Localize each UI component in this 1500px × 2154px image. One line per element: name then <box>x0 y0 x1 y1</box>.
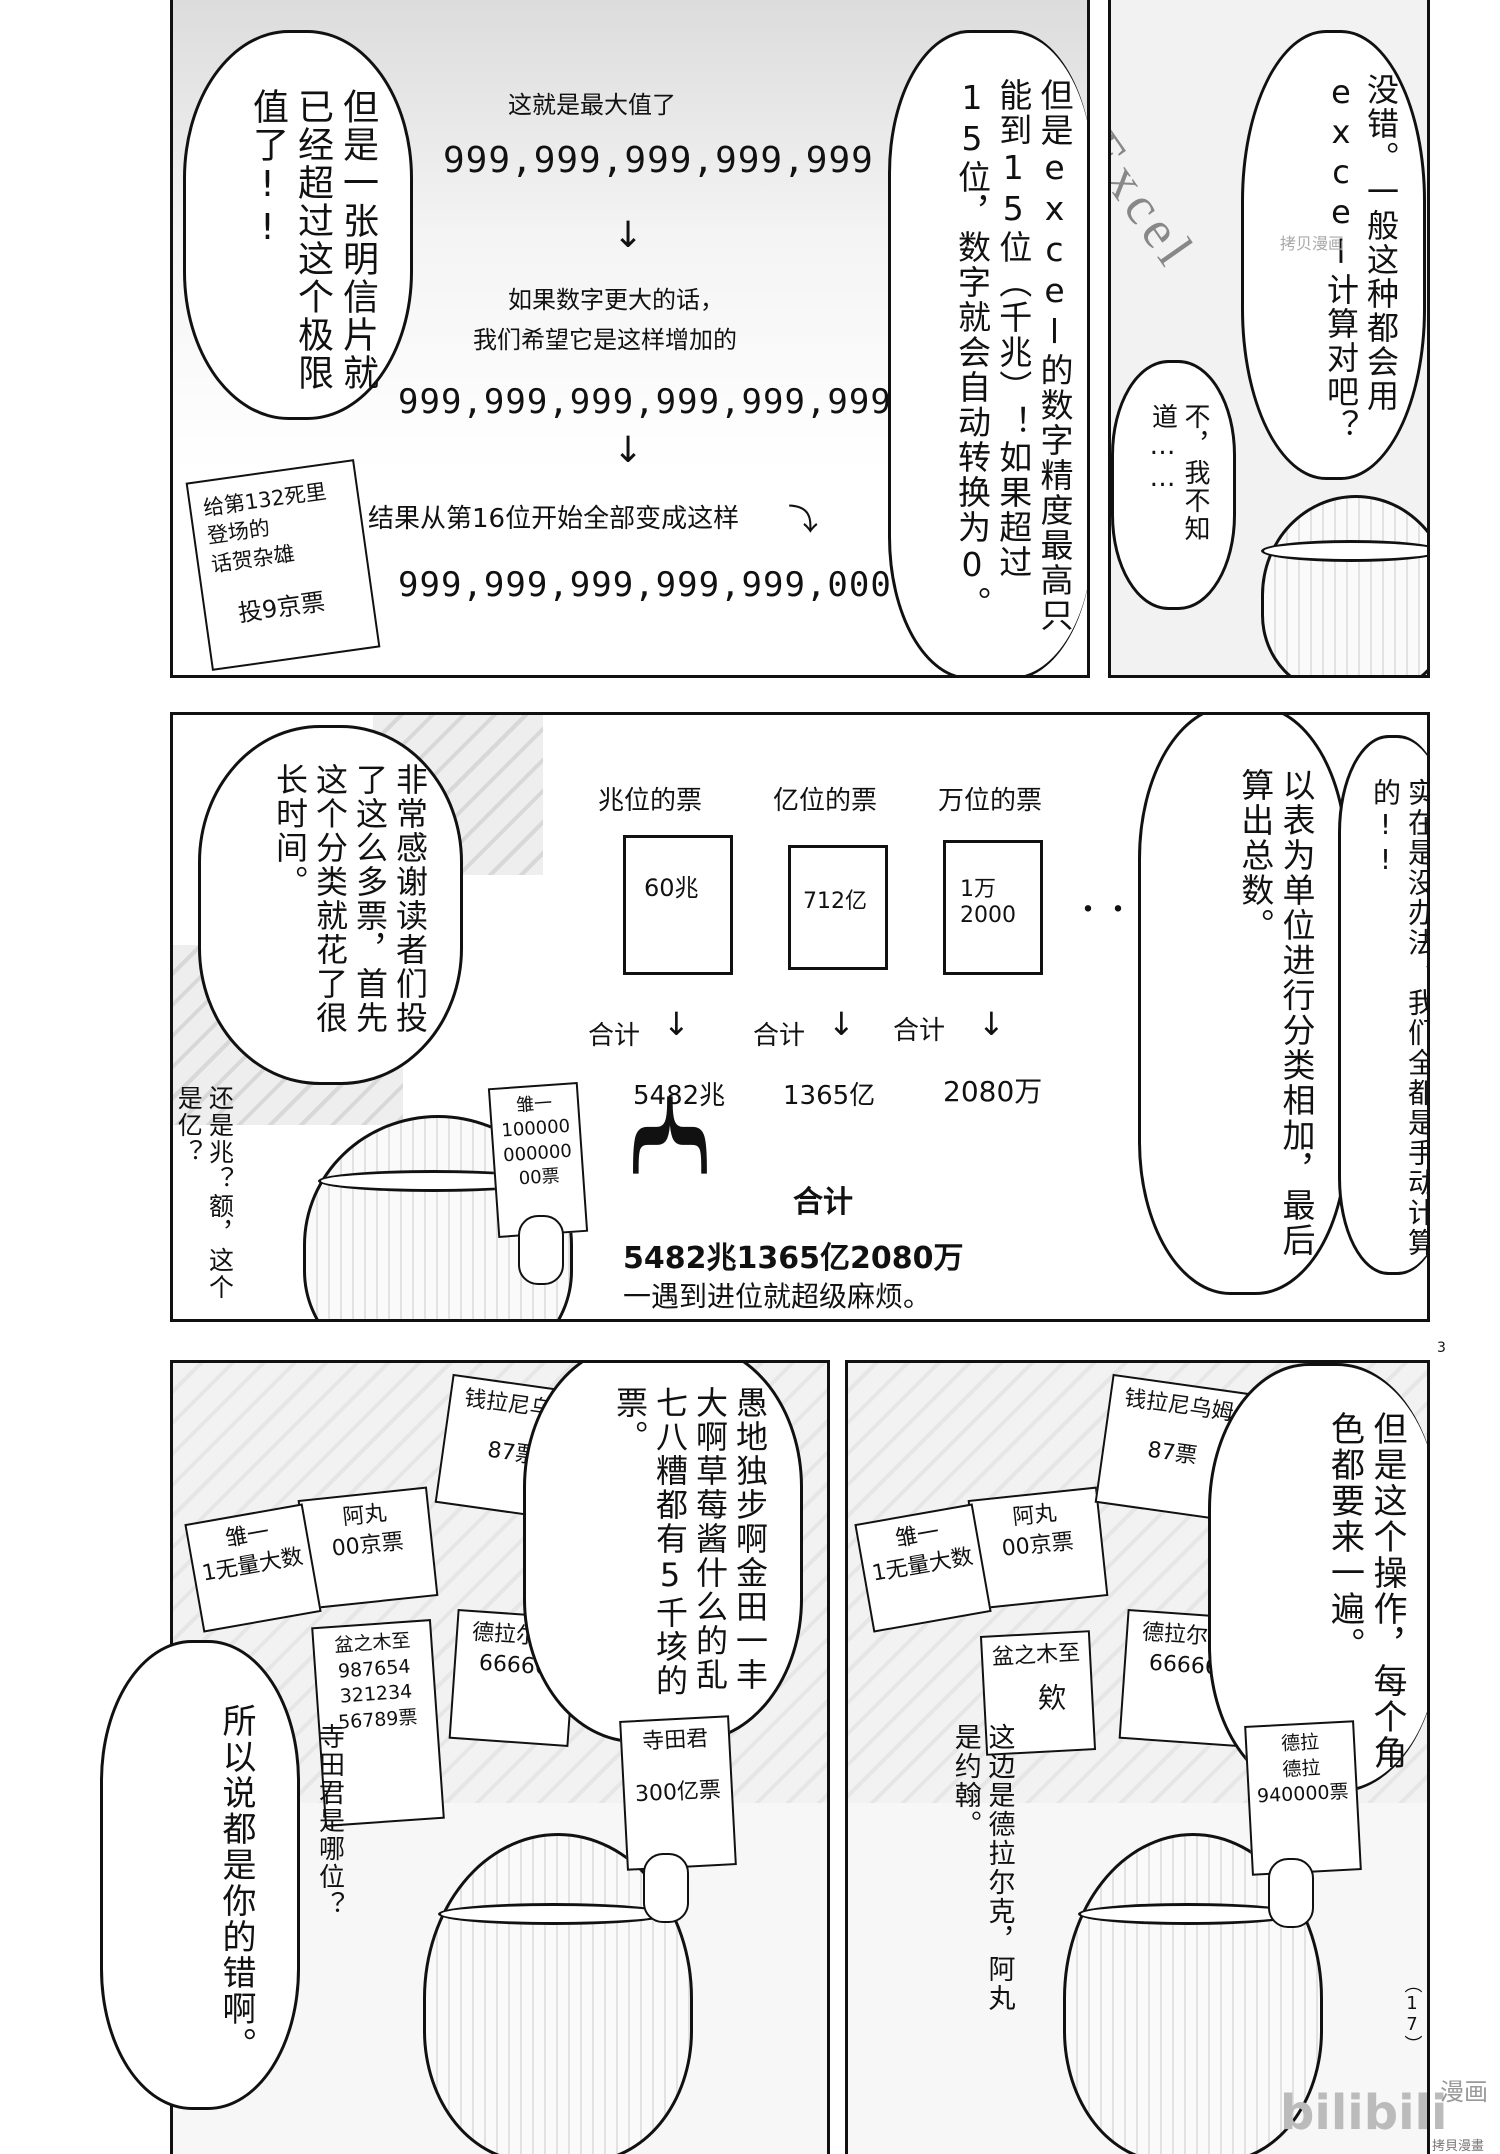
postcard-9-jing: 给第132死里 登场的 话贺杂雄 投9京票 <box>185 459 381 671</box>
aside-text: 寺田君是哪位？ <box>314 1723 345 1919</box>
explain-mid-2: 我们希望它是这样增加的 <box>473 326 737 354</box>
page-side-number: （17） <box>1401 1975 1423 2053</box>
hand <box>1268 1858 1314 1928</box>
total-value: 5482兆1365亿2080万 <box>623 1241 964 1276</box>
arrow-down-icon: ↓ <box>828 1005 855 1043</box>
hand <box>518 1215 564 1285</box>
speech-bubble-your-fault: 所以说都是你的错啊。 <box>100 1640 300 2110</box>
vote-stack-zhao: 60兆 <box>616 835 733 988</box>
speech-text: 所以说都是你的错啊。 <box>216 1703 256 2063</box>
header-wan: 万位的票 <box>938 786 1043 816</box>
speech-bubble-sum-per-table: 以表为单位进行分类相加，最后算出总数。 <box>1138 715 1348 1295</box>
subtotal-label: 合计 <box>588 1021 641 1051</box>
subtotal-wan: 2080万 <box>943 1075 1043 1108</box>
watermark-site: 拷貝漫畫 <box>1432 2139 1485 2154</box>
result-value: 999,999,999,999,999,000 <box>398 565 892 605</box>
subtotal-label: 合计 <box>893 1016 946 1046</box>
vote-stack-yi: 712亿 <box>781 845 888 983</box>
aside-text: 欸 <box>1034 1683 1067 1713</box>
speech-bubble-manual-calc: 实在是没办法，我们全都是手动计算的!! <box>1338 735 1430 1275</box>
vote-card-hina: 雏一 1无量大数 <box>184 1503 322 1633</box>
watermark-site-small: 拷贝漫画 <box>1280 234 1345 253</box>
watermark-brand-cn: 漫画 <box>1440 2078 1488 2106</box>
arrow-down-icon: ↓ <box>613 215 644 256</box>
stack-label: 712亿 <box>803 889 867 914</box>
aside-text: 这边是德拉尔克，阿丸是约翰。 <box>949 1723 1015 2013</box>
header-yi: 亿位的票 <box>773 786 878 816</box>
stack-label: 60兆 <box>644 874 699 902</box>
vote-card-amaru: 阿丸 00京票 <box>297 1486 439 1610</box>
panel-every-character: 阿丸 00京票 钱拉尼乌姆 87票 雏一 1无量大数 德拉尔克 66666 盆之… <box>845 1360 1430 2154</box>
speech-bubble-excel-precision: 但是excel的数字精度最高只能到15位（千兆）！如果超过15位，数字就会自动转… <box>888 30 1087 675</box>
page-number: 3 <box>1437 1340 1446 1356</box>
speech-bubble-excel-question: 没错。一般这种都会用excel计算对吧？ <box>1241 30 1426 480</box>
explain-title: 这就是最大值了 <box>508 91 676 119</box>
speech-bubble-postcard-limit: 但是一张明信片就已经超过这个极限值了!! <box>183 30 413 420</box>
speech-bubble-thanks: 非常感谢读者们投了这么多票，首先这个分类就花了很长时间。 <box>198 725 463 1085</box>
hook-arrow-icon: ⤵ <box>788 503 818 538</box>
card-line: 盆之木至 <box>991 1640 1081 1671</box>
subtotal-yi: 1365亿 <box>783 1081 876 1111</box>
max-value: 999,999,999,999,999 <box>443 140 874 181</box>
headband <box>1078 1903 1298 1925</box>
wished-value: 999,999,999,999,999,999 <box>398 382 892 422</box>
result-text: 结果从第16位开始全部变成这样 <box>368 504 740 534</box>
panel-excel-question: Excel 没错。一般这种都会用excel计算对吧？ 不，我不知道…… <box>1108 0 1430 678</box>
watermark-brand: bilibili <box>1280 2085 1448 2141</box>
card-line: 300亿票 <box>634 1777 722 1807</box>
vote-card-dora: 德拉 德拉 940000票 <box>1244 1720 1362 1876</box>
card-line: 钱拉尼乌姆 <box>1122 1385 1236 1426</box>
vote-card-terada: 寺田君 300亿票 <box>619 1715 737 1871</box>
speech-text: 没错。一般这种都会用excel计算对吧？ <box>1322 73 1400 443</box>
arrow-down-icon: ↓ <box>978 1005 1005 1043</box>
stack-label: 1万 2000 <box>960 877 1016 928</box>
speech-bubble-chaos: 愚地独步啊金田一丰大啊草莓酱什么的乱七八糟都有5千垓的票。 <box>523 1363 803 1743</box>
card-line: 寺田君 <box>641 1726 709 1755</box>
speech-text: 以表为单位进行分类相加，最后算出总数。 <box>1235 768 1316 1258</box>
speech-text: 愚地独步啊金田一丰大啊草莓酱什么的乱七八糟都有5千垓的票。 <box>611 1386 769 1698</box>
header-zhao: 兆位的票 <box>598 786 703 816</box>
speech-bubble-dont-know: 不，我不知道…… <box>1111 360 1236 610</box>
total-label: 合计 <box>793 1185 853 1220</box>
vote-card-hina: 雏一 1无量大数 <box>854 1503 992 1633</box>
hand <box>643 1853 689 1923</box>
subtotal-label: 合计 <box>753 1021 806 1051</box>
speech-text: 非常感谢读者们投了这么多票，首先这个分类就花了很长时间。 <box>271 763 429 1035</box>
arrow-down-icon: ↓ <box>663 1005 690 1043</box>
speech-text: 但是一张明信片就已经超过这个极限值了!! <box>247 88 378 392</box>
speech-text: 不，我不知道…… <box>1147 403 1211 543</box>
excel-sign: Excel <box>1108 120 1208 281</box>
vote-card-amaru: 阿丸 00京票 <box>967 1486 1109 1610</box>
speech-text: 但是这个操作，每个角色都要来一遍。 <box>1324 1411 1408 1771</box>
panel-manual-tally: 非常感谢读者们投了这么多票，首先这个分类就花了很长时间。 兆位的票 亿位的票 万… <box>170 712 1430 1322</box>
vote-stack-wan: 1万 2000 <box>936 840 1043 988</box>
total-note: 一遇到进位就超级麻烦。 <box>623 1280 932 1313</box>
character-head <box>1261 495 1427 675</box>
postcard-line: 投9京票 <box>236 587 327 628</box>
subtotal-zhao: 5482兆 <box>633 1081 726 1111</box>
card-line: 940000票 <box>1256 1780 1350 1808</box>
character-back <box>423 1833 693 2154</box>
headband <box>438 1903 668 1925</box>
arrow-down-icon: ↓ <box>613 430 644 471</box>
aside-text: 还是兆？额，这个是亿？ <box>174 1085 235 1301</box>
explain-mid-1: 如果数字更大的话， <box>508 286 724 314</box>
panel-excel-limit: 但是一张明信片就已经超过这个极限值了!! 这就是最大值了 999,999,999… <box>170 0 1090 678</box>
headband <box>1261 540 1427 562</box>
speech-text: 实在是没办法，我们全都是手动计算的!! <box>1369 778 1430 1258</box>
brace-icon: } <box>619 1071 714 1199</box>
speech-text: 但是excel的数字精度最高只能到15位（千兆）！如果超过15位，数字就会自动转… <box>952 78 1075 633</box>
